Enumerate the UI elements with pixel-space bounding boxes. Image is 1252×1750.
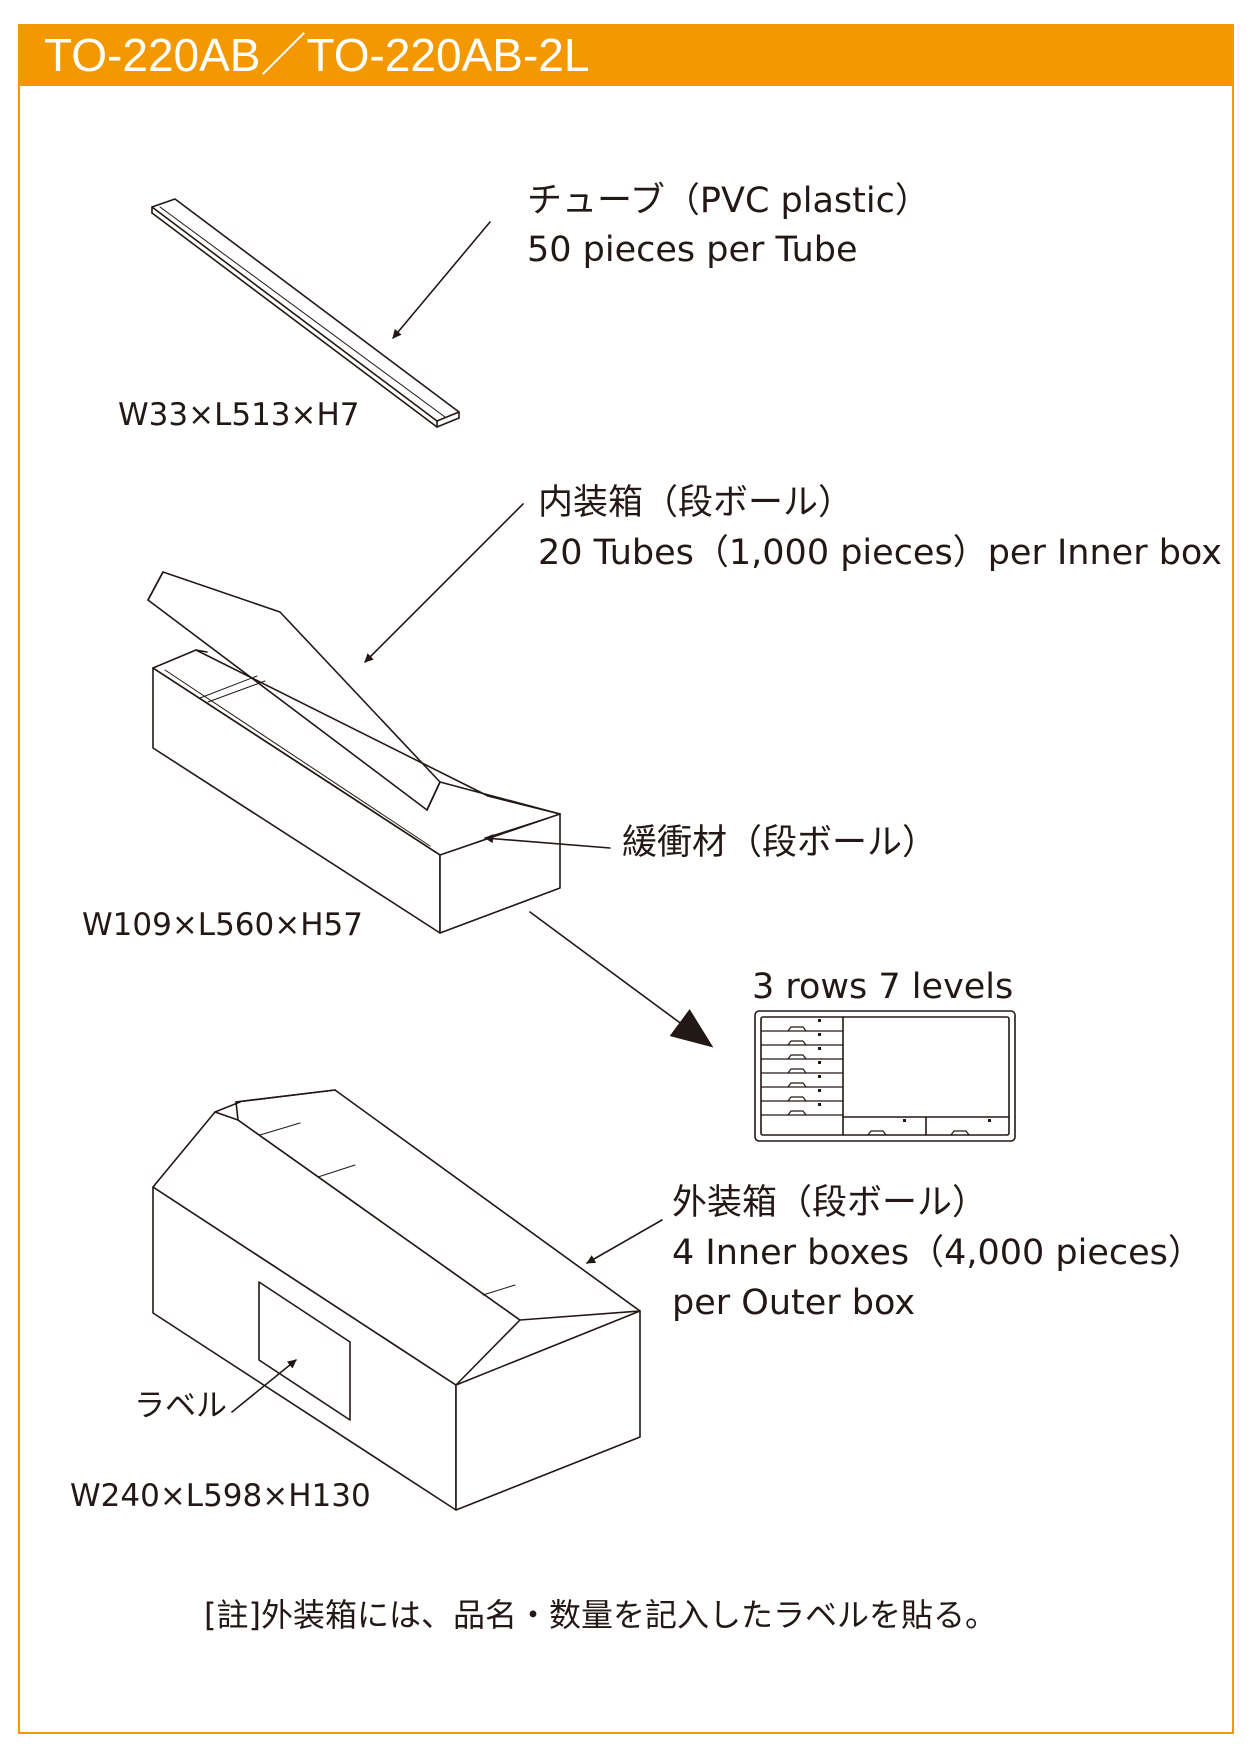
tube-illustration xyxy=(151,198,460,428)
outer-box-illustration xyxy=(152,1089,641,1511)
cushion-label: 緩衝材（段ボール） xyxy=(622,823,938,863)
outer-box-label xyxy=(258,1281,351,1421)
label-leader-arrow xyxy=(231,1359,297,1413)
inner-box-dimensions: W109×L560×H57 xyxy=(82,907,363,943)
outer-box-dimensions: W240×L598×H130 xyxy=(70,1478,371,1514)
tube-label-ja: チューブ（PVC plastic） xyxy=(527,181,930,221)
cushion-leader-arrow xyxy=(484,834,611,849)
outer-box-label-en-1: 4 Inner boxes（4,000 pieces） xyxy=(672,1233,1203,1273)
title-bar: TO-220AB／TO-220AB-2L xyxy=(18,24,1234,86)
sticker-label: ラベル xyxy=(134,1388,227,1424)
outer-box-leader-arrow xyxy=(586,1219,663,1264)
inner-box-leader-arrow xyxy=(364,503,524,663)
arrangement-end-view xyxy=(754,1010,1016,1142)
outer-box-label-en-2: per Outer box xyxy=(672,1283,916,1323)
tube-leader-arrow xyxy=(392,221,491,339)
arrangement-arrow xyxy=(529,911,714,1048)
tube-label-en: 50 pieces per Tube xyxy=(527,230,858,270)
footnote: [註]外装箱には、品名・数量を記入したラベルを貼る。 xyxy=(204,1596,997,1634)
tube-dimensions: W33×L513×H7 xyxy=(118,397,360,433)
inner-box-label-en: 20 Tubes（1,000 pieces）per Inner box xyxy=(538,533,1222,573)
arrangement-label: 3 rows 7 levels xyxy=(752,967,1014,1007)
inner-box-label-ja: 内装箱（段ボール） xyxy=(538,483,854,523)
inner-box-illustration xyxy=(147,571,561,934)
outer-box-label-ja: 外装箱（段ボール） xyxy=(672,1183,988,1223)
page-title: TO-220AB／TO-220AB-2L xyxy=(44,29,590,81)
